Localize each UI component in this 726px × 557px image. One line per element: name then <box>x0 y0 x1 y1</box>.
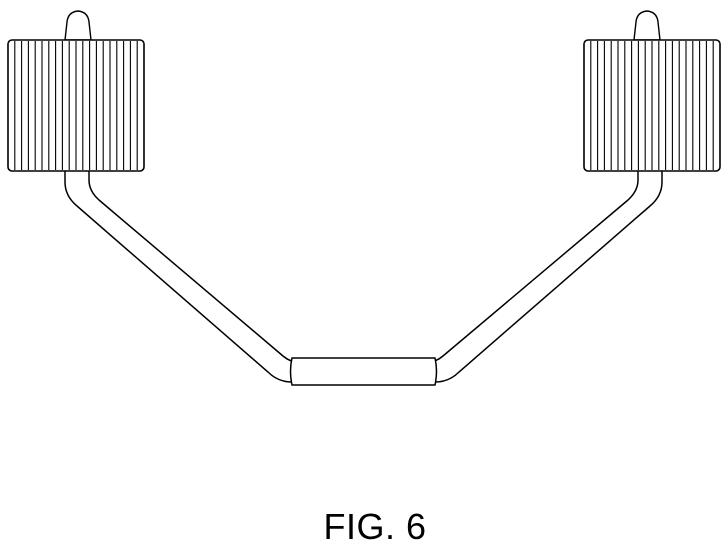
bent-connecting-rod <box>65 171 662 382</box>
left-ribbed-grip <box>8 40 144 171</box>
right-knob <box>634 11 660 40</box>
right-ribbed-grip <box>584 40 720 171</box>
left-knob <box>65 11 91 40</box>
figure-caption: FIG. 6 <box>0 506 726 548</box>
center-sleeve <box>291 358 437 385</box>
